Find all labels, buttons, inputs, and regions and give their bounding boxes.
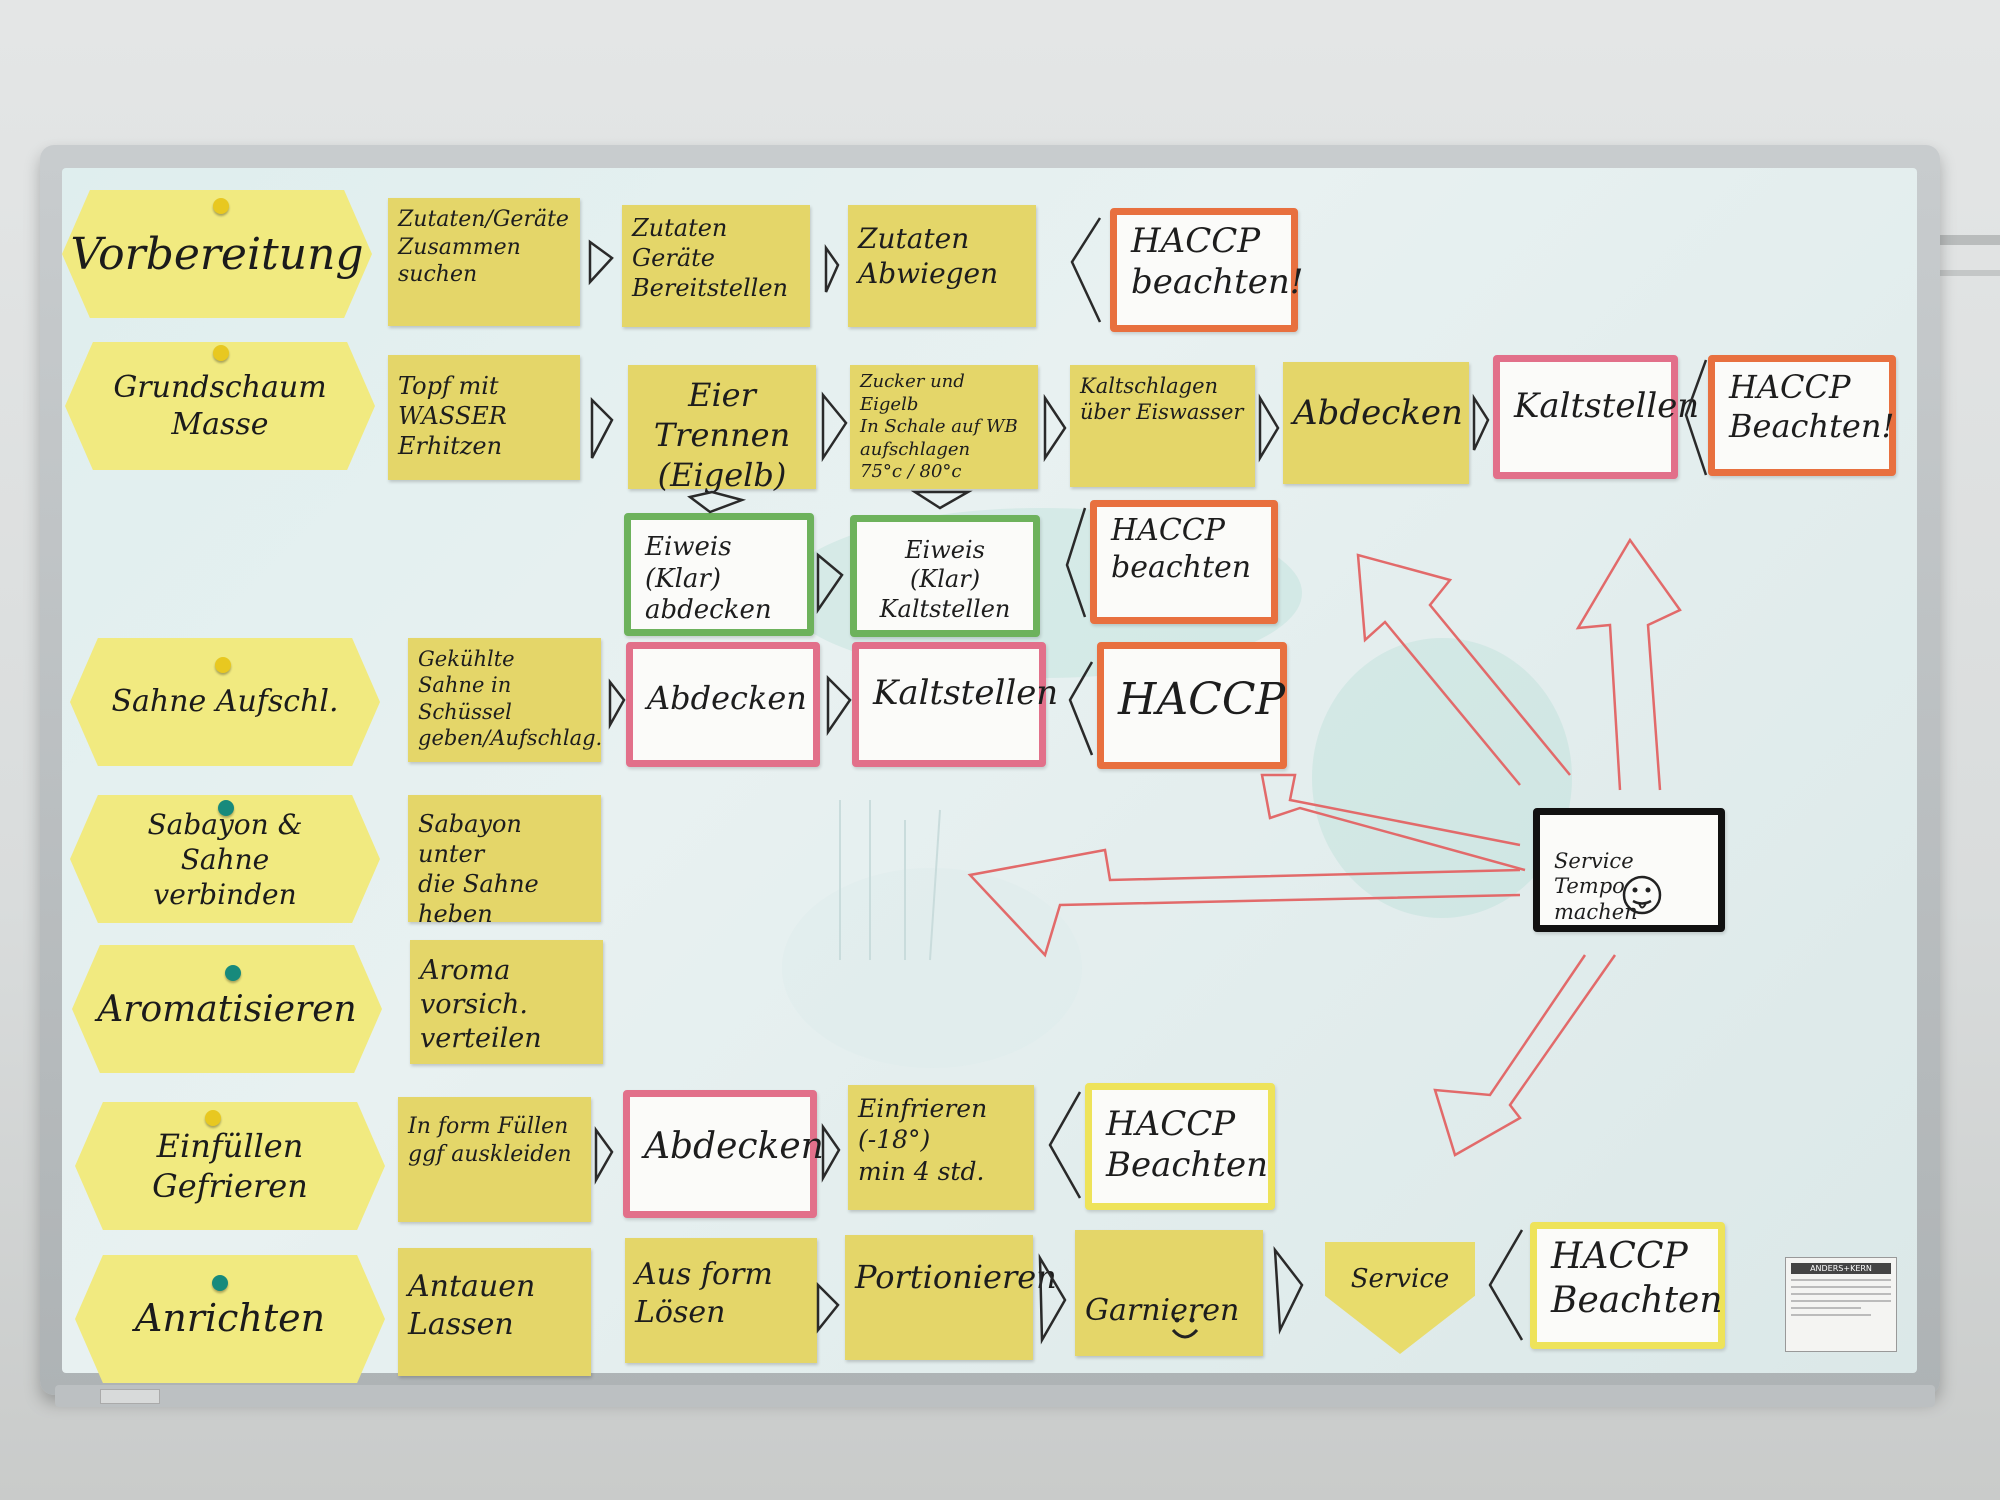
pushpin-icon xyxy=(225,965,241,981)
note-aroma-verteilen: Aroma vorsich. verteilen xyxy=(410,940,603,1064)
chevron-arrow-icon xyxy=(1038,1253,1067,1345)
arrow-left-short xyxy=(1260,773,1526,872)
chevron-arrow-icon xyxy=(588,239,614,286)
brace-icon xyxy=(1070,217,1102,323)
category-anrichten: Anrichten xyxy=(75,1255,385,1383)
arrow-left-long xyxy=(967,848,1521,958)
haccp-card-row6: HACCP Beachten xyxy=(1085,1083,1275,1210)
pushpin-icon xyxy=(212,1275,228,1291)
arrow-up xyxy=(1575,537,1682,791)
note-zucker-eigelb-aufschlagen: Zucker und Eigelb In Schale auf WB aufsc… xyxy=(850,365,1038,489)
chevron-arrow-icon xyxy=(824,244,840,293)
card-abdecken-row6: Abdecken xyxy=(623,1090,824,1218)
note-portionieren: Portionieren xyxy=(845,1235,1057,1360)
chevron-arrow-icon xyxy=(816,552,844,615)
chevron-arrow-icon xyxy=(594,1126,614,1185)
chevron-arrow-icon xyxy=(590,396,614,459)
note-kaltschlagen: Kaltschlagen über Eiswasser xyxy=(1070,365,1255,487)
category-einfuellen-gefrieren: Einfüllen Gefrieren xyxy=(75,1102,385,1230)
card-service-tempo: Service Tempo machen xyxy=(1533,808,1725,932)
brace-icon xyxy=(1065,507,1087,618)
haccp-card-row7: HACCP Beachten xyxy=(1530,1222,1725,1349)
brace-icon xyxy=(1068,661,1094,756)
chevron-arrow-icon xyxy=(816,1281,840,1334)
brace-icon xyxy=(1048,1091,1082,1199)
pushpin-icon xyxy=(213,345,229,361)
note-abdecken-row2: Abdecken xyxy=(1283,362,1469,484)
chevron-arrow-icon xyxy=(1043,393,1067,463)
arrow-up-left xyxy=(1356,553,1571,786)
note-in-form-fuellen: In form Füllen ggf auskleiden xyxy=(398,1097,591,1222)
card-eiweis-abdecken: Eiweis (Klar) abdecken xyxy=(624,513,814,636)
note-sabayon-unterheben: Sabayon unter die Sahne heben xyxy=(408,795,601,928)
chevron-arrow-icon xyxy=(1472,393,1490,451)
chevron-arrow-icon xyxy=(826,674,852,737)
card-eiweis-kaltstellen: Eiweis (Klar) Kaltstellen xyxy=(850,515,1040,637)
chevron-down-icon xyxy=(687,490,747,514)
note-zutaten-abwiegen: Zutaten Abwiegen xyxy=(848,205,1036,327)
haccp-card-row2: HACCP Beachten! xyxy=(1708,355,1896,476)
note-antauen-lassen: Antauen Lassen xyxy=(398,1248,591,1376)
brace-icon xyxy=(1488,1229,1524,1341)
category-sabayon-sahne: Sabayon & Sahne verbinden xyxy=(70,795,380,923)
note-einfrieren: Einfrieren (-18°) min 4 std. xyxy=(848,1085,1034,1210)
note-zutaten-bereitstellen: Zutaten Geräte Bereitstellen xyxy=(622,205,810,327)
card-kaltstellen-row2: Kaltstellen xyxy=(1493,355,1699,479)
haccp-card-row1: HACCP beachten! xyxy=(1110,208,1303,332)
note-aus-form-loesen: Aus form Lösen xyxy=(625,1238,817,1363)
chevron-down-icon xyxy=(910,490,973,510)
haccp-card-row3: HACCP xyxy=(1097,642,1287,769)
note-topf-wasser-erhitzen: Topf mit WASSER Erhitzen xyxy=(388,355,580,480)
pushpin-icon xyxy=(215,657,231,673)
chevron-arrow-icon xyxy=(1273,1246,1304,1335)
smiley-face-icon xyxy=(1171,1317,1199,1339)
service-tempo-label: Service Tempo machen xyxy=(1554,848,1638,924)
manufacturer-brand: ANDERS+KERN xyxy=(1791,1263,1891,1274)
chevron-arrow-icon xyxy=(608,678,626,730)
chevron-arrow-icon xyxy=(821,391,848,463)
category-grundschaum-masse: Grundschaum Masse xyxy=(65,342,375,470)
wall-rail xyxy=(1930,235,2000,245)
note-garnieren: Garnieren xyxy=(1075,1230,1263,1356)
note-sahne-aufschlagen: Gekühlte Sahne in Schüssel geben/Aufschl… xyxy=(408,638,602,762)
wall-rail xyxy=(1930,270,2000,276)
tongue-smiley-icon xyxy=(1622,875,1662,915)
haccp-card-row2b: HACCP beachten xyxy=(1090,500,1278,624)
chevron-arrow-icon xyxy=(821,1123,841,1183)
pushpin-icon xyxy=(218,800,234,816)
pushpin-icon xyxy=(213,198,229,214)
note-eier-trennen: Eier Trennen (Eigelb) xyxy=(628,365,816,494)
card-kaltstellen-row3: Kaltstellen xyxy=(852,642,1058,767)
chevron-arrow-icon xyxy=(1258,393,1280,463)
arrow-down-left xyxy=(1433,954,1617,1157)
pushpin-icon xyxy=(205,1110,221,1126)
card-abdecken-row3: Abdecken xyxy=(626,642,820,767)
brace-icon xyxy=(1684,359,1708,476)
marker-smudge xyxy=(782,868,1082,1068)
tray-label xyxy=(100,1389,160,1404)
manufacturer-label: ANDERS+KERN xyxy=(1785,1257,1897,1352)
note-zutaten-zusammensuchen: Zutaten/Geräte Zusammen suchen xyxy=(388,198,580,326)
marker-tray xyxy=(55,1385,1935,1407)
note-garnieren-label: Garnieren xyxy=(1085,1292,1240,1328)
